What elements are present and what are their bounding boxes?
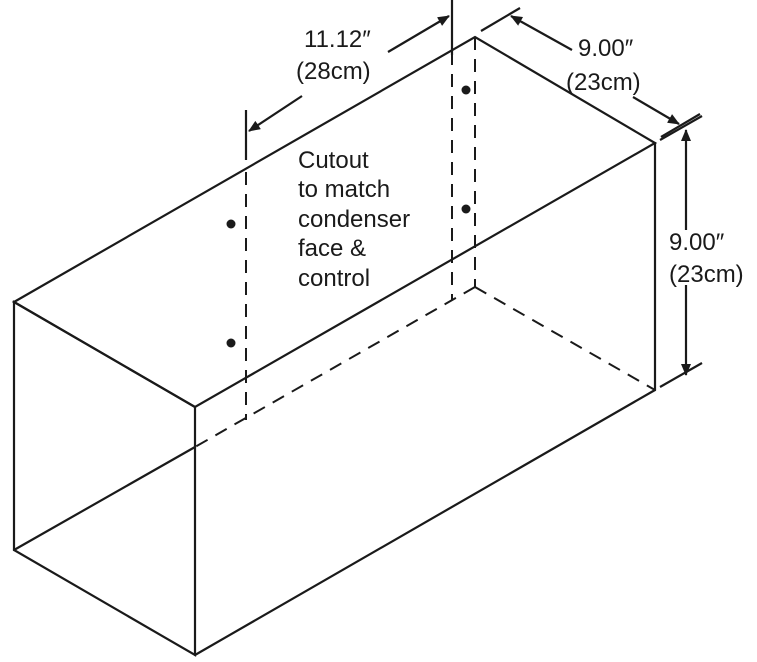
width-dimension: 11.12″ (28cm) [244, 0, 454, 160]
depth-dimension: 9.00″ (23cm) [480, 7, 701, 138]
height-extension-bottom [659, 362, 703, 388]
note-line: condenser [298, 206, 410, 233]
note-line: Cutout [298, 147, 369, 174]
box-bottom-long-edge [193, 388, 657, 657]
depth-label-inches: 9.00″ [578, 35, 634, 62]
depth-label-cm: (23cm) [566, 69, 641, 96]
box-outline [11, 35, 658, 657]
height-label-cm: (23cm) [669, 261, 744, 288]
height-dimension: 9.00″ (23cm) [659, 115, 744, 388]
note-line: control [298, 265, 370, 292]
depth-extension-front [660, 113, 701, 138]
width-label-cm: (28cm) [296, 58, 371, 85]
hole-dot [226, 219, 236, 229]
hole-dot [461, 204, 471, 214]
height-label-inches: 9.00″ [669, 229, 725, 256]
hidden-edges [194, 37, 656, 448]
height-extension-top [659, 115, 703, 141]
hole-dot [226, 338, 236, 348]
width-arrow-right [387, 15, 450, 53]
hidden-back-bottom-left [194, 286, 476, 448]
depth-extension-back [480, 7, 521, 32]
width-label-inches: 11.12″ [304, 26, 371, 53]
width-arrow-left [248, 95, 303, 132]
mounting-holes [226, 85, 471, 348]
depth-arrow-front [632, 96, 680, 125]
depth-arrow-back [510, 15, 573, 51]
note-line: to match [298, 176, 390, 203]
hidden-back-bottom-right [474, 286, 656, 391]
cutout-note: Cutout to match condenser face & control [298, 147, 410, 292]
note-line: face & [298, 235, 366, 262]
box-front-diagonal [12, 445, 197, 552]
hole-dot [461, 85, 471, 95]
